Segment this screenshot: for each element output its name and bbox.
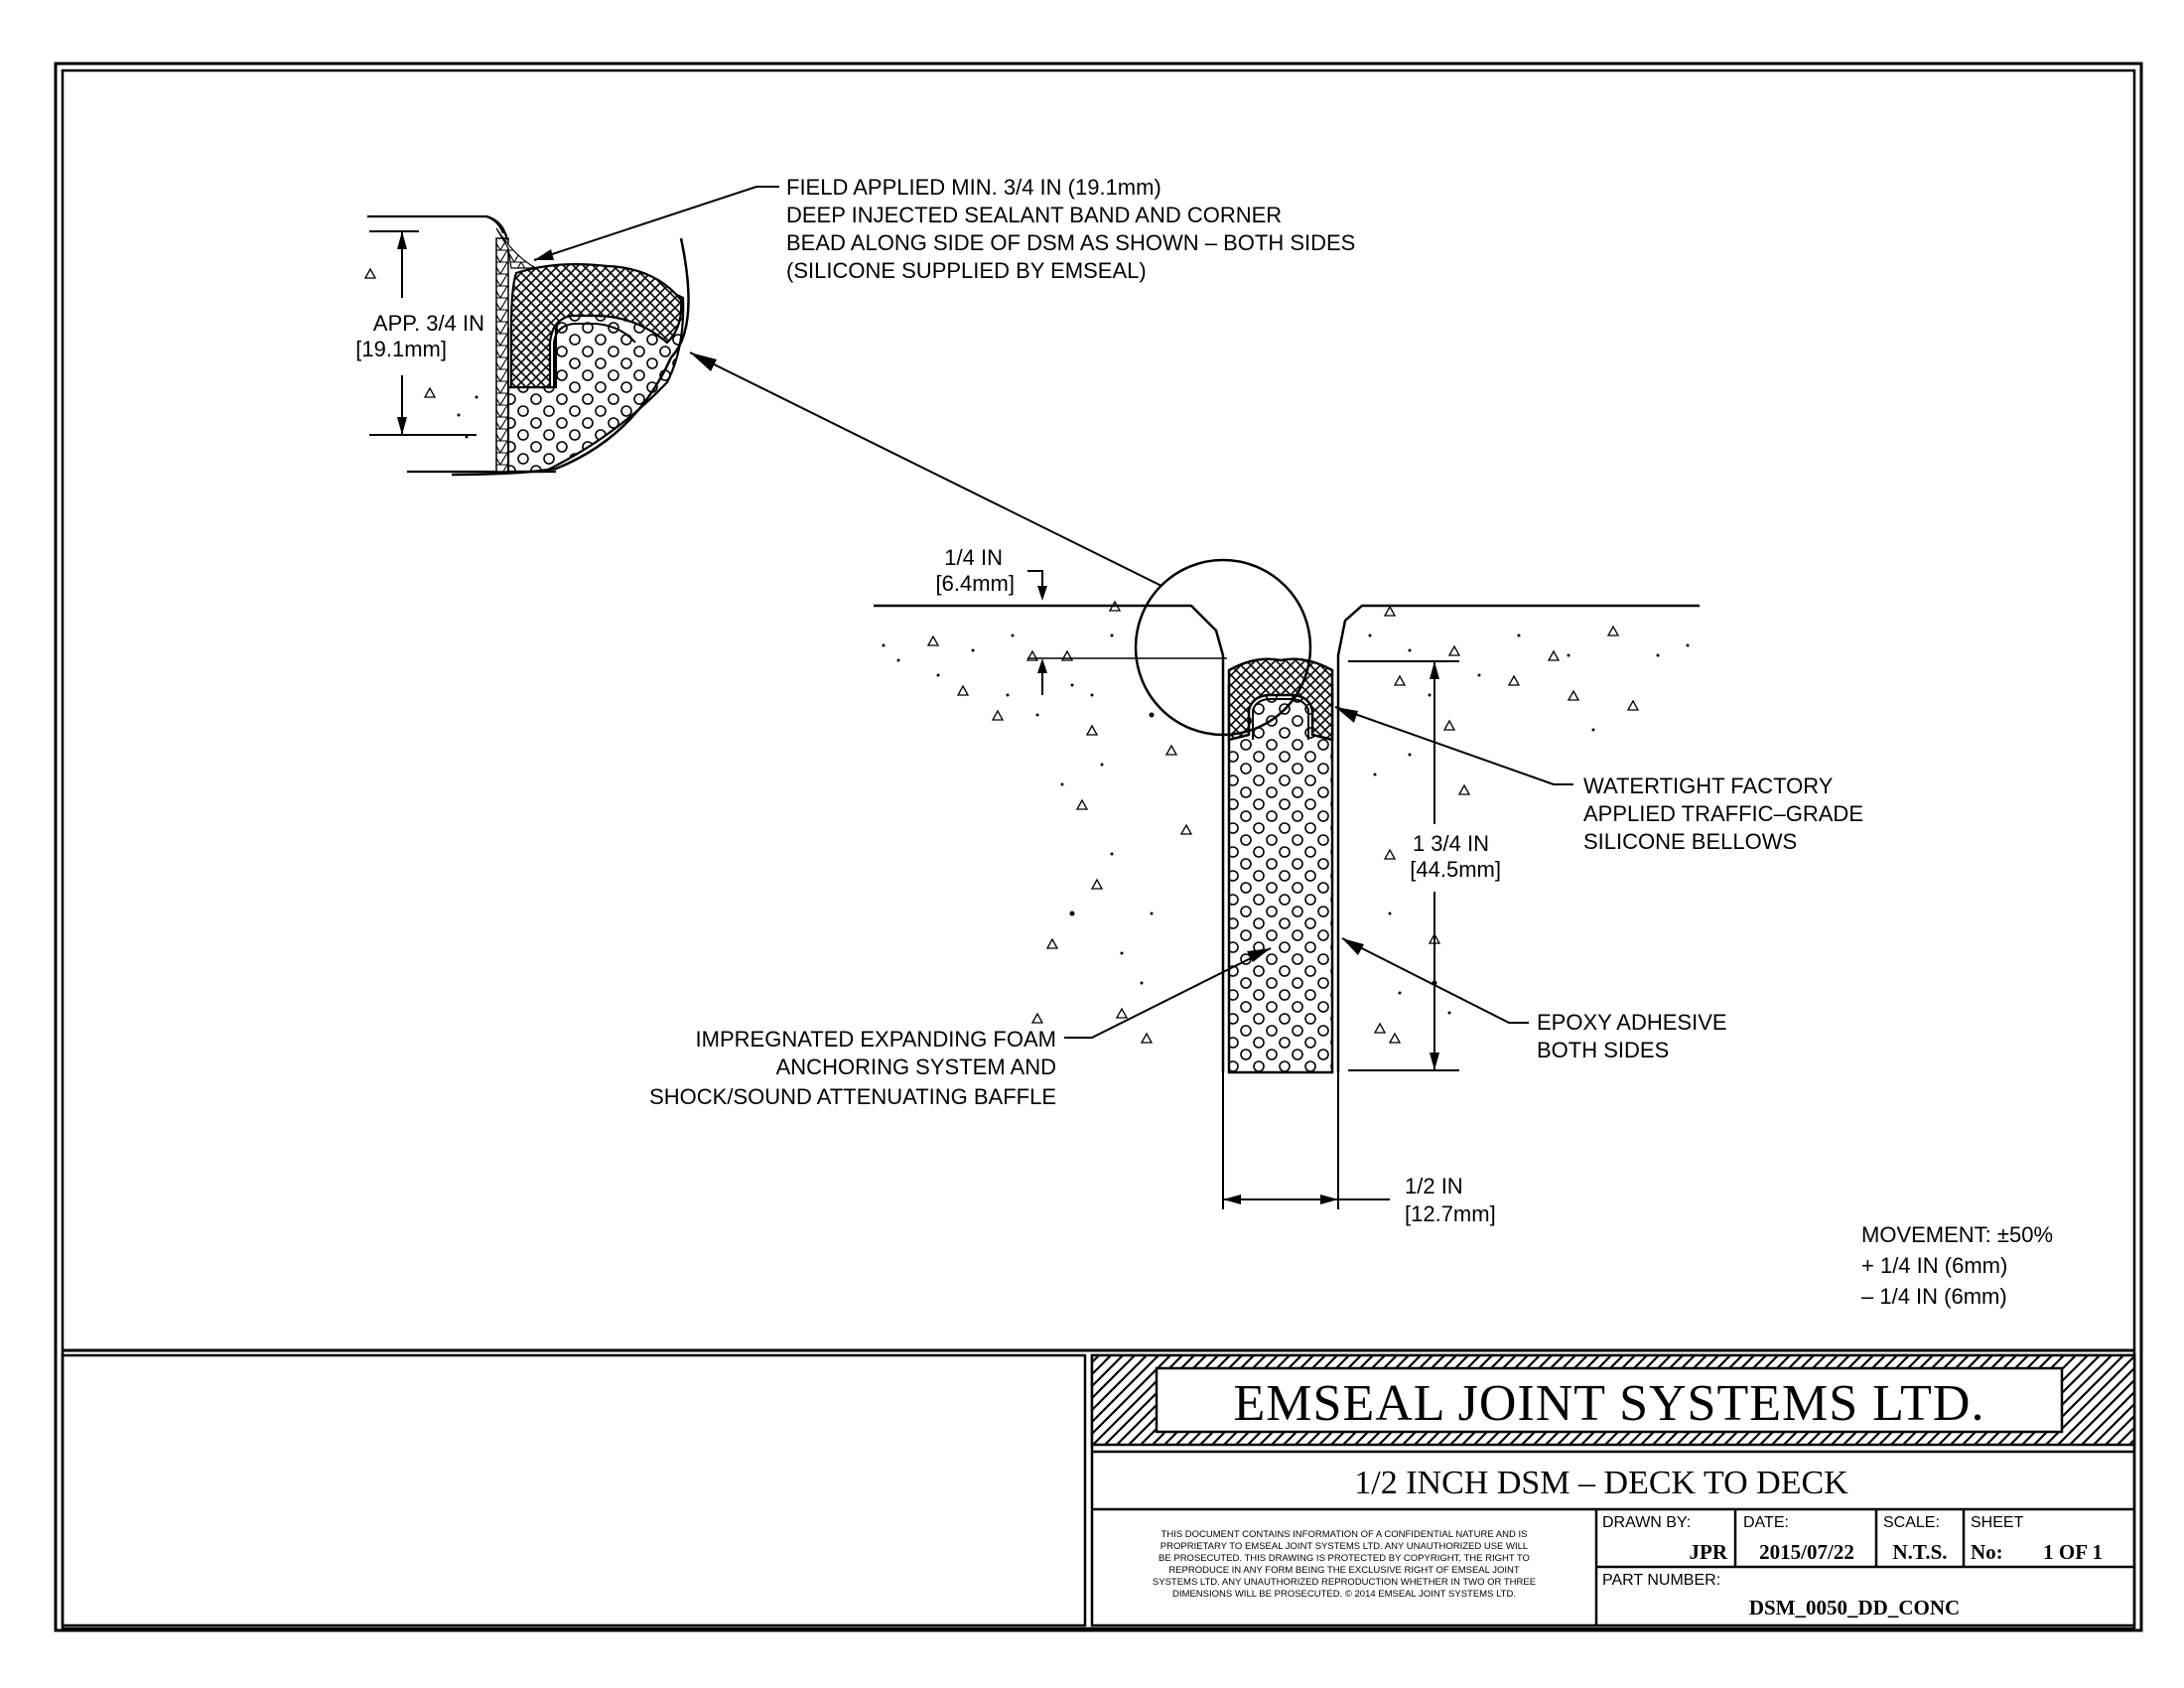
date-label: DATE: [1743,1514,1789,1531]
silicone-bellows [1227,657,1334,742]
company-name: EMSEAL JOINT SYSTEMS LTD. [1234,1375,1985,1432]
callout-bellows-line-3: SILICONE BELLOWS [1583,829,1797,854]
title-block: EMSEAL JOINT SYSTEMS LTD. 1/2 INCH DSM –… [61,1353,2136,1627]
dim-foam-depth-in: 1 3/4 IN [1413,831,1489,856]
movement-plus: + 1/4 IN (6mm) [1861,1253,2007,1278]
drawn-by-label: DRAWN BY: [1602,1514,1691,1531]
callout-sealant-line-4: (SILICONE SUPPLIED BY EMSEAL) [786,258,1147,283]
disclaimer-line-2: PROPRIETARY TO EMSEAL JOINT SYSTEMS LTD.… [1160,1541,1528,1552]
part-number-value: DSM_0050_DD_CONC [1749,1596,1960,1619]
drawing-title: 1/2 INCH DSM – DECK TO DECK [1354,1465,1848,1501]
callout-bellows-line-1: WATERTIGHT FACTORY [1583,774,1834,798]
callout-epoxy-line-2: BOTH SIDES [1537,1038,1669,1062]
movement-minus: – 1/4 IN (6mm) [1861,1284,2007,1309]
disclaimer-line-5: SYSTEMS LTD. ANY UNAUTHORIZED REPRODUCTI… [1153,1577,1536,1588]
dim-foam-depth-mm: [44.5mm] [1410,857,1501,882]
callout-foam-line-2: ANCHORING SYSTEM AND [776,1055,1056,1079]
outer-border [54,62,2143,1632]
dim-detail-depth-mm: [19.1mm] [355,337,447,361]
disclaimer-line-1: THIS DOCUMENT CONTAINS INFORMATION OF A … [1161,1529,1528,1540]
disclaimer-line-4: REPRODUCE IN ANY FORM BEING THE EXCLUSIV… [1168,1565,1520,1576]
detail-callout-circle [1134,558,1312,737]
date-value: 2015/07/22 [1759,1540,1854,1564]
concrete-dots [882,633,1690,1015]
inner-border [61,69,2136,1630]
callout-foam-line-3: SHOCK/SOUND ATTENUATING BAFFLE [649,1084,1056,1109]
dim-joint-width-in: 1/2 IN [1405,1174,1463,1198]
disclaimer-line-6: DIMENSIONS WILL BE PROSECUTED. © 2014 EM… [1172,1589,1516,1600]
dim-joint-width-mm: [12.7mm] [1405,1201,1496,1226]
callout-sealant-line-1: FIELD APPLIED MIN. 3/4 IN (19.1mm) [786,175,1161,200]
dim-recess-mm: [6.4mm] [936,571,1015,596]
dim-recess-in: 1/4 IN [944,545,1003,570]
sheet-label: SHEET [1971,1514,2024,1531]
callout-sealant-line-3: BEAD ALONG SIDE OF DSM AS SHOWN – BOTH S… [786,230,1355,255]
scale-label: SCALE: [1883,1514,1940,1531]
foam-body [1227,683,1334,1074]
main-section-drawing [689,352,1700,1209]
part-number-label: PART NUMBER: [1602,1572,1720,1589]
scale-value: N.T.S. [1892,1540,1947,1564]
movement-range: MOVEMENT: ±50% [1861,1222,2053,1247]
disclaimer-line-3: BE PROSECUTED. THIS DRAWING IS PROTECTED… [1159,1553,1530,1564]
callout-epoxy-line-1: EPOXY ADHESIVE [1537,1010,1727,1035]
sheet-value: 1 OF 1 [2043,1540,2103,1564]
concrete-aggregate [926,600,1640,1044]
callout-sealant-line-2: DEEP INJECTED SEALANT BAND AND CORNER [786,203,1282,227]
enlarged-detail [363,186,779,477]
dim-detail-depth-in: APP. 3/4 IN [373,311,484,336]
notes-box [61,1353,1087,1627]
drawn-by-value: JPR [1690,1540,1728,1564]
callout-bellows-line-2: APPLIED TRAFFIC–GRADE [1583,801,1863,826]
callout-foam-line-1: IMPREGNATED EXPANDING FOAM [696,1027,1056,1052]
sheet-no-label: No: [1971,1540,2003,1564]
